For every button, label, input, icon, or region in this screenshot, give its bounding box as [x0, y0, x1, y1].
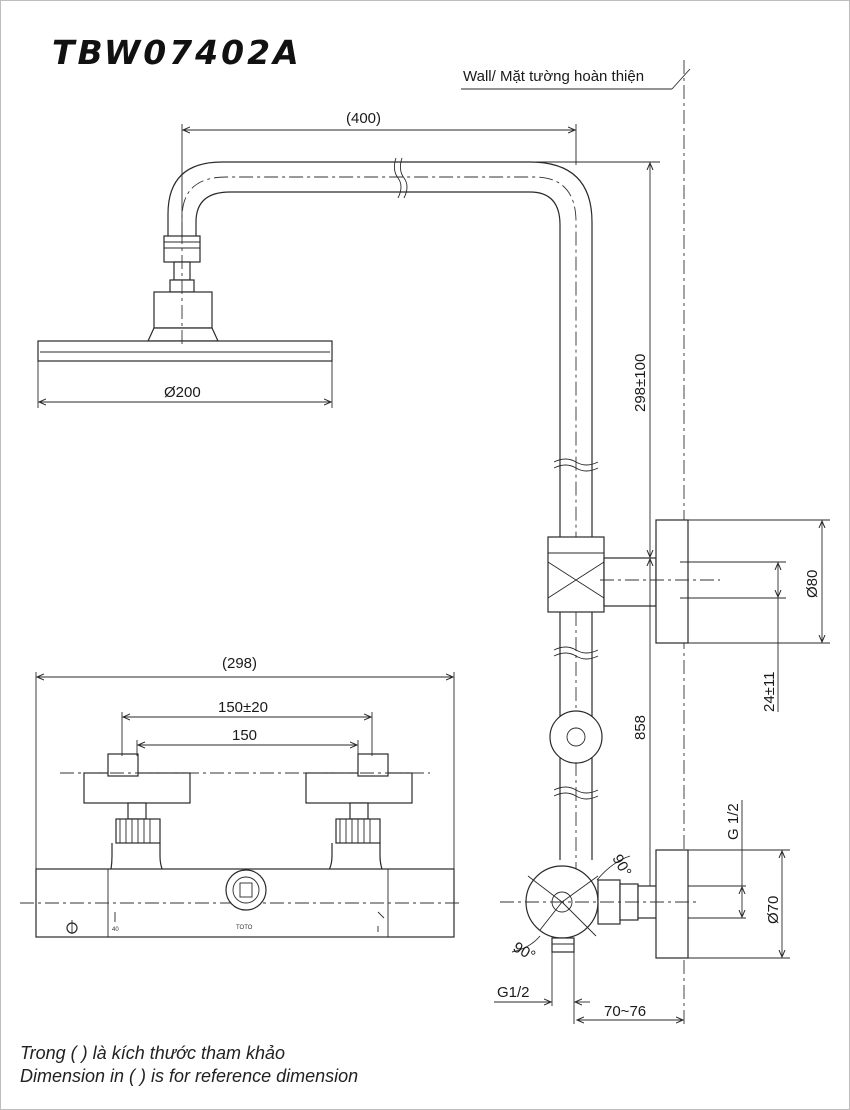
dim-bracket-diameter: Ø80 [688, 519, 830, 644]
wall-label: Wall/ Mặt tường hoàn thiện [463, 68, 644, 85]
dim-wall-offset-label: 70~76 [604, 1003, 646, 1020]
angle-top-label: 90° [609, 852, 635, 880]
dim-wall-offset: 70~76 [577, 1003, 683, 1020]
dim-inlet-spacing: 150 [136, 727, 359, 756]
dim-inlet-thread-label: G 1/2 [725, 803, 742, 840]
dim-outlet-thread-label: G1/2 [497, 984, 530, 1001]
temp-mark: 40 [112, 927, 119, 933]
dim-inlet-spacing-range-label: 150±20 [218, 699, 268, 716]
brand-mark: TOTO [236, 925, 253, 931]
dim-inlet-thread: G 1/2 [725, 800, 742, 917]
dim-mixer-width: (298) [35, 655, 455, 869]
dim-mixer-width-label: (298) [222, 655, 257, 672]
mixer-front-view: TOTO 40 [20, 753, 460, 938]
hand-shower-holder [549, 710, 603, 764]
mixer-side-view: 90° 90° [500, 849, 746, 965]
dim-arm-length-label: (400) [346, 110, 381, 127]
dim-head-diameter: Ø200 [37, 361, 333, 408]
dim-flange-diameter-label: Ø70 [765, 896, 782, 924]
dim-outlet-thread: G1/2 [494, 952, 590, 1024]
shower-head [37, 230, 333, 362]
dim-height-adjust: 298±100 [536, 161, 660, 559]
dim-vertical-height-label: 858 [632, 715, 649, 740]
dim-bracket-offset: 24±11 [748, 561, 786, 713]
dim-vertical-height: 858 [632, 559, 650, 903]
wall-bracket [547, 519, 748, 644]
note-en: Dimension in ( ) is for reference dimens… [20, 1066, 358, 1086]
dim-inlet-spacing-label: 150 [232, 727, 257, 744]
dim-bracket-offset-label: 24±11 [761, 672, 778, 713]
model-title: TBW07402A [52, 33, 302, 72]
dim-inlet-spacing-range: 150±20 [121, 699, 373, 756]
dim-arm-length: (400) [181, 110, 577, 238]
angle-bottom-label: 90° [510, 939, 538, 965]
dim-bracket-diameter-label: Ø80 [804, 570, 821, 598]
dim-head-diameter-label: Ø200 [164, 384, 201, 401]
dim-flange-diameter: Ø70 [688, 849, 790, 959]
dim-height-adjust-label: 298±100 [632, 354, 649, 412]
note-vi: Trong ( ) là kích thước tham khảo [20, 1043, 285, 1063]
